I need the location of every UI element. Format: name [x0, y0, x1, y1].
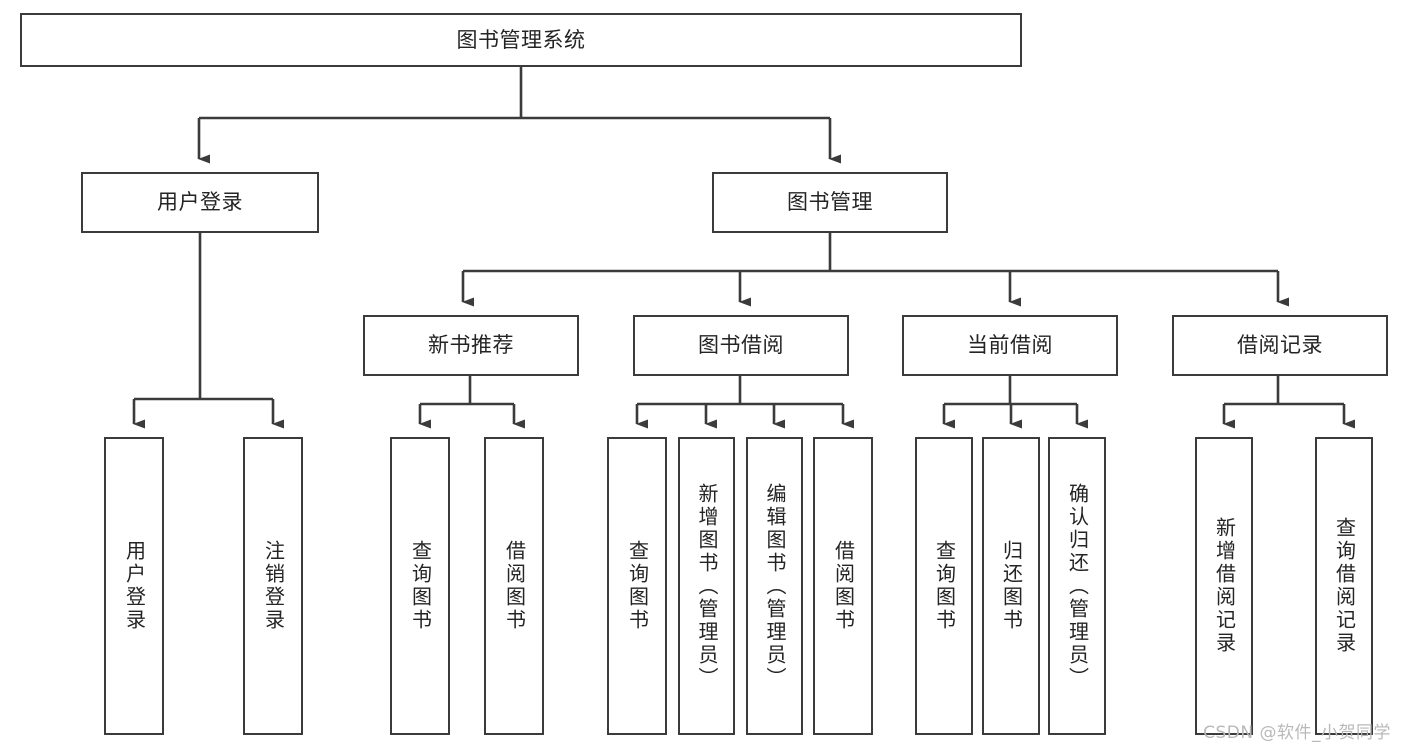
node-leaf-bw-query[interactable]: 查询图书 — [607, 437, 667, 735]
node-records[interactable]: 借阅记录 — [1172, 315, 1388, 376]
node-label: 新增借阅记录 — [1212, 517, 1237, 655]
node-label: 新增图书（管理员） — [695, 482, 719, 690]
node-leaf-rc-query[interactable]: 查询借阅记录 — [1315, 437, 1373, 735]
node-label: 图书管理系统 — [456, 27, 586, 52]
node-label: 确认归还（管理员） — [1065, 482, 1090, 690]
node-label: 用户登录 — [122, 540, 147, 632]
node-label: 新书推荐 — [428, 333, 514, 358]
node-newbook[interactable]: 新书推荐 — [363, 315, 579, 376]
node-leaf-cu-return[interactable]: 归还图书 — [982, 437, 1040, 735]
node-label: 查询图书 — [408, 540, 433, 632]
node-leaf-bw-edit[interactable]: 编辑图书（管理员） — [746, 437, 803, 735]
node-leaf-nb-query[interactable]: 查询图书 — [390, 437, 450, 735]
node-label: 图书借阅 — [698, 333, 784, 358]
node-label: 查询借阅记录 — [1332, 517, 1357, 655]
node-leaf-bw-borrow[interactable]: 借阅图书 — [813, 437, 873, 735]
node-login[interactable]: 用户登录 — [81, 172, 319, 233]
node-root[interactable]: 图书管理系统 — [20, 13, 1022, 67]
node-label: 归还图书 — [999, 540, 1024, 632]
node-leaf-bw-add[interactable]: 新增图书（管理员） — [678, 437, 735, 735]
node-label: 借阅图书 — [831, 540, 856, 632]
node-leaf-cu-query[interactable]: 查询图书 — [915, 437, 973, 735]
node-label: 查询图书 — [932, 540, 957, 632]
node-label: 编辑图书（管理员） — [763, 482, 787, 690]
node-borrow[interactable]: 图书借阅 — [633, 315, 849, 376]
node-leaf-user-login[interactable]: 用户登录 — [104, 437, 164, 735]
node-leaf-cu-confirm[interactable]: 确认归还（管理员） — [1048, 437, 1106, 735]
node-bookmgmt[interactable]: 图书管理 — [712, 172, 948, 233]
node-leaf-user-logout[interactable]: 注销登录 — [243, 437, 303, 735]
node-label: 用户登录 — [157, 190, 243, 215]
node-current[interactable]: 当前借阅 — [902, 315, 1118, 376]
node-leaf-rc-add[interactable]: 新增借阅记录 — [1195, 437, 1253, 735]
node-label: 借阅图书 — [502, 540, 527, 632]
node-label: 图书管理 — [787, 190, 873, 215]
node-label: 借阅记录 — [1237, 333, 1323, 358]
node-leaf-nb-borrow[interactable]: 借阅图书 — [484, 437, 544, 735]
node-label: 查询图书 — [625, 540, 650, 632]
node-label: 当前借阅 — [967, 333, 1053, 358]
node-label: 注销登录 — [261, 540, 286, 632]
